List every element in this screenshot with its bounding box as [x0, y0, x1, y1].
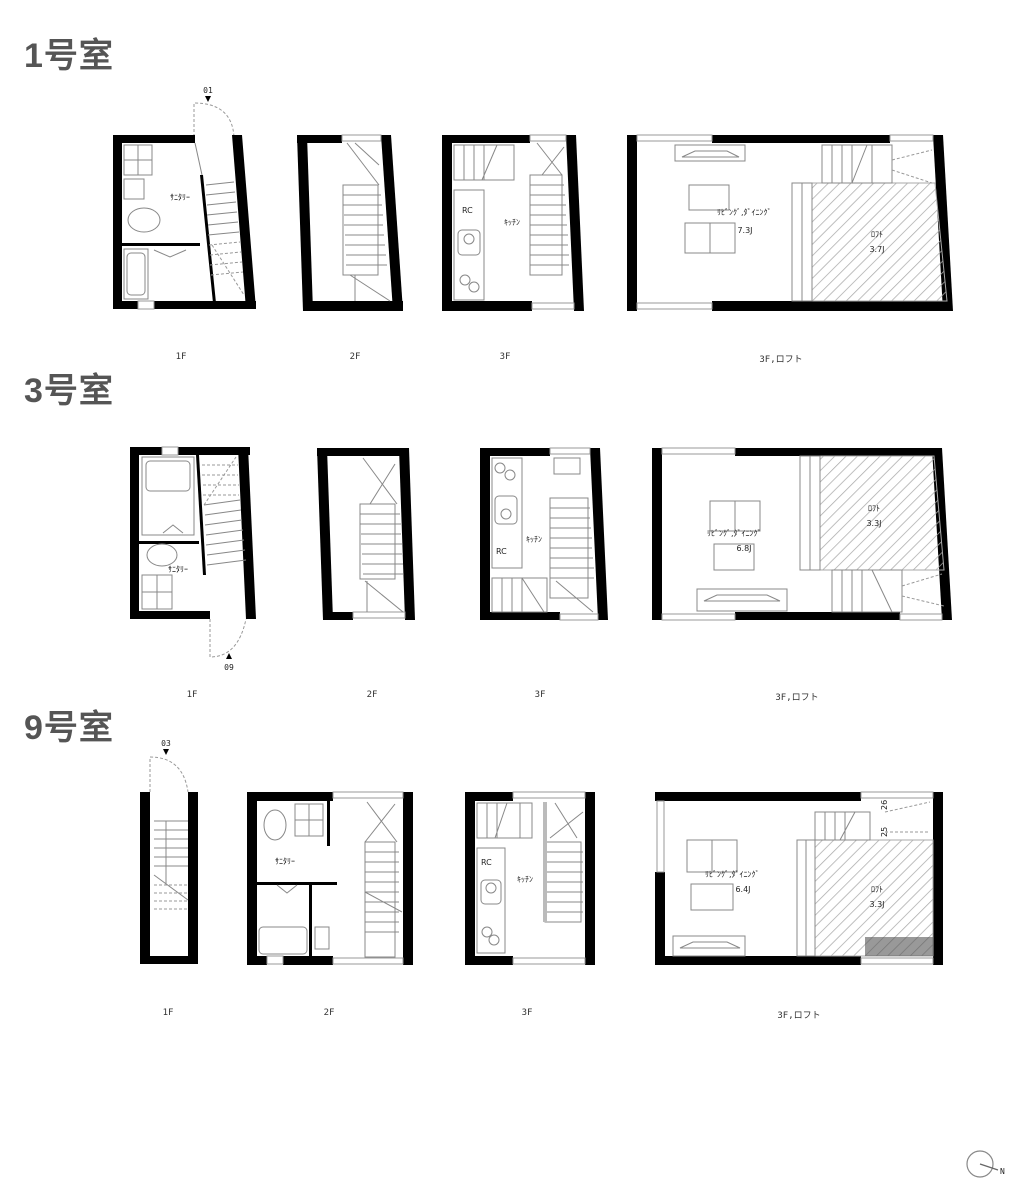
unit-9-stair-number-25: 25 [880, 827, 889, 837]
unit-3-floor-label-1f: 1F [186, 690, 198, 700]
unit-3-floor-label-3f: 3F [534, 690, 546, 700]
unit-1-floor-3f-loft-plan: ﾘﾋﾞﾝｸﾞ,ﾀﾞｲﾆﾝｸﾞ 7.3J ﾛﾌﾄ 3.7J [627, 134, 957, 315]
unit-1-entry-marker: 01 [203, 86, 213, 95]
unit-9-floor-label-3f-loft: 3F,ロフト [777, 1011, 821, 1021]
unit-9-floor-label-1f: 1F [162, 1008, 174, 1018]
unit-3-living-area: 6.8J [736, 544, 751, 553]
loft-grating [865, 937, 933, 956]
unit-3-floor-1f-plan: ｻﾆﾀﾘｰ 09 [128, 445, 263, 675]
unit-1-floor-2f-plan [295, 134, 410, 315]
unit-3-loft-label: ﾛﾌﾄ [868, 504, 880, 513]
compass-icon: N [966, 1150, 1005, 1178]
unit-1-floor-label-3f-loft: 3F,ロフト [759, 355, 803, 365]
unit-1-living-label: ﾘﾋﾞﾝｸﾞ,ﾀﾞｲﾆﾝｸﾞ [717, 208, 772, 217]
unit-9-floor-3f-plan: RC ｷｯﾁﾝ [465, 791, 600, 967]
unit-3-living-label: ﾘﾋﾞﾝｸﾞ,ﾀﾞｲﾆﾝｸﾞ [707, 529, 762, 538]
loft-hatch-area [811, 182, 948, 302]
unit-1-1f-sanitary-label: ｻﾆﾀﾘｰ [170, 193, 190, 202]
entry-arrow-icon [163, 749, 169, 755]
unit-3-entry-marker: 09 [224, 663, 234, 672]
unit-9-floor-label-2f: 2F [323, 1008, 335, 1018]
unit-3-floor-3f-plan: RC ｷｯﾁﾝ [478, 446, 613, 626]
unit-1-title: 1号室 [24, 37, 114, 75]
unit-1-living-area: 7.3J [737, 226, 752, 235]
unit-9-living-label: ﾘﾋﾞﾝｸﾞ,ﾀﾞｲﾆﾝｸﾞ [705, 870, 760, 879]
unit-3-floor-2f-plan [315, 446, 415, 626]
unit-3-floor-label-2f: 2F [366, 690, 378, 700]
unit-1-3f-kitchen-label: ｷｯﾁﾝ [504, 218, 520, 227]
unit-1-floor-1f-plan: 01 ｻﾆﾀﾘｰ [110, 85, 260, 315]
unit-9-floor-label-3f: 3F [521, 1008, 533, 1018]
unit-1-floor-label-2f: 2F [349, 352, 361, 362]
unit-3-loft-area: 3.3J [866, 519, 881, 528]
unit-1-3f-ref-label: RC [462, 206, 473, 215]
unit-3-3f-kitchen-label: ｷｯﾁﾝ [526, 535, 542, 544]
unit-9-loft-label: ﾛﾌﾄ [871, 885, 883, 894]
unit-3-title: 3号室 [24, 372, 114, 410]
unit-3-floor-label-3f-loft: 3F,ロフト [775, 693, 819, 703]
unit-9-entry-marker: 03 [161, 739, 171, 748]
loft-hatch-area [819, 455, 945, 571]
north-compass: N [965, 1148, 1015, 1186]
unit-9-loft-area: 3.3J [869, 900, 884, 909]
unit-9-2f-sanitary-label: ｻﾆﾀﾘｰ [275, 857, 295, 866]
unit-9-floor-2f-plan: ｻﾆﾀﾘｰ [247, 791, 417, 967]
unit-9-3f-ref-label: RC [481, 858, 492, 867]
unit-1-loft-label: ﾛﾌﾄ [871, 230, 883, 239]
unit-1-floor-3f-plan: RC ｷｯﾁﾝ [442, 134, 587, 315]
compass-north-label: N [1000, 1167, 1005, 1176]
unit-3-1f-sanitary-label: ｻﾆﾀﾘｰ [168, 565, 188, 574]
unit-9-floor-1f-plan: 03 [138, 735, 203, 965]
entry-arrow-icon [205, 96, 211, 102]
unit-9-title: 9号室 [24, 709, 114, 747]
unit-9-living-area: 6.4J [735, 885, 750, 894]
unit-9-floor-3f-loft-plan: 26 25 ﾘﾋﾞﾝｸﾞ,ﾀﾞｲﾆﾝｸﾞ 6.4J ﾛﾌﾄ 3.3J [655, 791, 945, 967]
unit-3-3f-ref-label: RC [496, 547, 507, 556]
unit-1-floor-label-3f: 3F [499, 352, 511, 362]
unit-9-3f-kitchen-label: ｷｯﾁﾝ [517, 875, 533, 884]
unit-9-stair-number-26: 26 [880, 800, 889, 810]
unit-1-loft-area: 3.7J [869, 245, 884, 254]
unit-3-floor-3f-loft-plan: ﾘﾋﾞﾝｸﾞ,ﾀﾞｲﾆﾝｸﾞ 6.8J ﾛﾌﾄ 3.3J [652, 446, 957, 626]
unit-1-floor-label-1f: 1F [175, 352, 187, 362]
entry-arrow-icon [226, 653, 232, 659]
